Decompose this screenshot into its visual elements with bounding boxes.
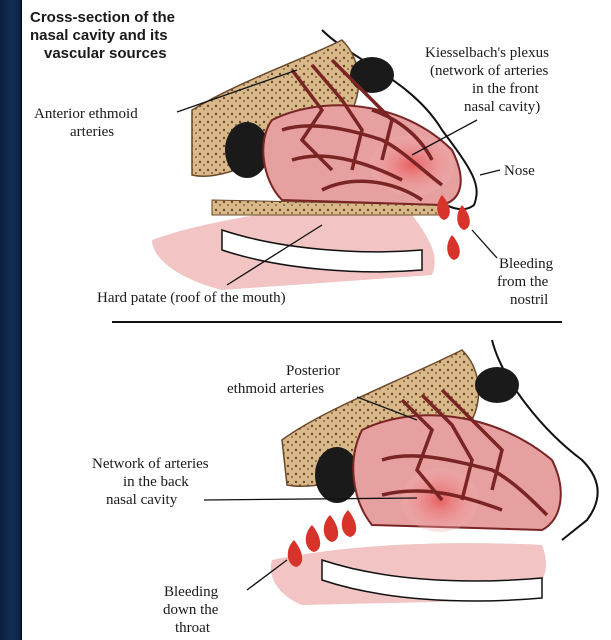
kiesselbach-line-3: in the front (472, 81, 539, 97)
back-network-line-2: in the back (123, 474, 189, 490)
kiesselbach-plexus (370, 135, 454, 195)
top-cross-section (152, 30, 477, 290)
title-line-1: Cross-section of the (30, 9, 175, 26)
back-network-line-1: Network of arteries (92, 456, 209, 472)
kiesselbach-line-4: nasal cavity) (464, 99, 540, 115)
label-bleeding-throat: Bleeding down the throat (163, 560, 287, 636)
label-bleeding-nostril: Bleeding from the nostril (472, 230, 554, 308)
bleeding-nostril-leader (472, 230, 497, 258)
bottom-cross-section (271, 340, 598, 605)
bleeding-throat-line-3: throat (175, 620, 211, 636)
nose-leader (480, 170, 500, 175)
frontal-sinus (350, 57, 394, 93)
bleeding-throat-line-2: down the (163, 602, 219, 618)
anterior-ethmoid-line-2: arteries (70, 124, 114, 140)
bleeding-nostril-line-1: Bleeding (499, 256, 554, 272)
posterior-ethmoid-line-2: ethmoid arteries (227, 381, 324, 397)
illustration-panel: Cross-section of the nasal cavity and it… (22, 0, 611, 640)
anterior-ethmoid-line-1: Anterior ethmoid (34, 106, 138, 122)
hard-palate-text: Hard patate (roof of the mouth) (97, 290, 286, 306)
bleeding-throat-line-1: Bleeding (164, 584, 219, 600)
nasal-diagram: Cross-section of the nasal cavity and it… (22, 0, 611, 640)
nostril-blood-drops (437, 195, 470, 260)
sinus-bottom (315, 447, 359, 503)
bleeding-nostril-line-2: from the (497, 274, 549, 290)
kiesselbach-line-1: Kiesselbach's plexus (425, 45, 549, 61)
nose-text: Nose (504, 163, 535, 179)
title-line-3: vascular sources (44, 45, 167, 62)
posterior-ethmoid-line-1: Posterior (286, 363, 340, 379)
label-nose: Nose (480, 163, 535, 179)
frontal-sinus-bottom (475, 367, 519, 403)
title-line-2: nasal cavity and its (30, 27, 168, 44)
kiesselbach-line-2: (network of arteries (430, 63, 548, 79)
bleeding-nostril-line-3: nostril (510, 292, 548, 308)
back-network-line-3: nasal cavity (106, 492, 178, 508)
diagram-title: Cross-section of the nasal cavity and it… (30, 9, 175, 62)
